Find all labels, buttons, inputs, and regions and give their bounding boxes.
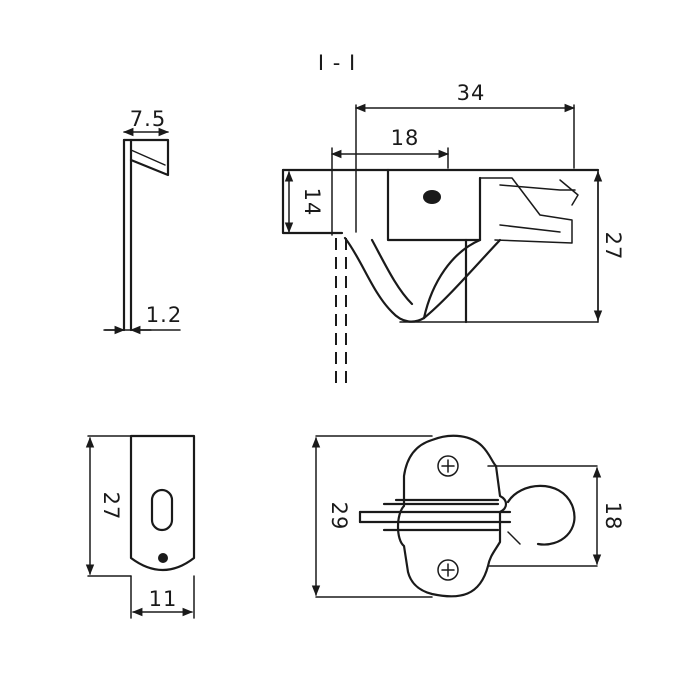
front-view: 27 11	[85, 434, 196, 619]
dim-front-width: 11	[149, 587, 178, 611]
rivet	[158, 553, 168, 563]
side-view: 7.5 1.2	[103, 107, 182, 335]
dim-front-height: 27	[99, 492, 123, 521]
screw-top-icon	[437, 455, 459, 477]
dim-total-height: 27	[601, 232, 625, 261]
mounting-hole	[423, 190, 441, 204]
adjustment-slot	[150, 488, 174, 532]
dim-plan-right-height: 18	[601, 502, 625, 531]
section-view-label: I - I	[318, 51, 356, 75]
dim-slot-width: 18	[391, 126, 420, 150]
section-view: 34 18 14 27	[281, 81, 625, 385]
dim-plan-height: 29	[327, 502, 351, 531]
dim-side-top-width: 7.5	[130, 107, 166, 131]
dim-total-width: 34	[457, 81, 486, 105]
plan-view: 29 18	[311, 434, 625, 598]
dim-left-height: 14	[300, 188, 324, 217]
dim-side-thickness: 1.2	[146, 303, 182, 327]
screw-bottom-icon	[437, 559, 459, 581]
